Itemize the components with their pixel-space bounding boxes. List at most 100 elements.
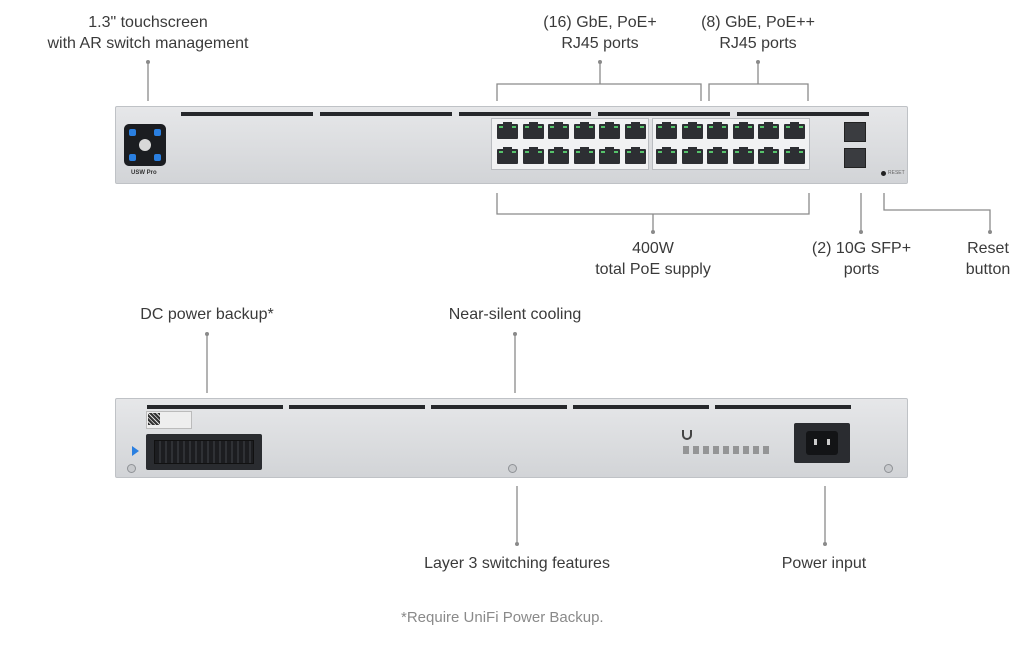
- rj45-port[interactable]: [732, 122, 754, 139]
- front-vent: [320, 112, 452, 116]
- rj45-port[interactable]: [599, 147, 621, 164]
- screw-icon: [508, 464, 517, 473]
- rj45-port[interactable]: [681, 147, 703, 164]
- rj45-port[interactable]: [522, 147, 544, 164]
- certification-icons: [683, 446, 769, 454]
- ubiquiti-logo-icon: [682, 430, 692, 440]
- port-led: [524, 126, 529, 128]
- port-led: [658, 126, 662, 128]
- port-led: [563, 126, 568, 128]
- port-led: [722, 151, 727, 153]
- port-led: [683, 151, 688, 153]
- port-led: [760, 151, 765, 153]
- port-led: [734, 151, 739, 153]
- qr-code-icon: [148, 413, 160, 425]
- port-led: [601, 126, 606, 128]
- port-led: [683, 126, 688, 128]
- poe-plusplus-bracket: [708, 83, 809, 101]
- port-led: [760, 126, 765, 128]
- rear-vent: [715, 405, 851, 409]
- rj45-port[interactable]: [656, 147, 677, 164]
- poe-plus-bracket: [496, 83, 702, 101]
- port-led: [575, 126, 580, 128]
- port-led: [640, 126, 644, 128]
- rj45-port[interactable]: [707, 147, 729, 164]
- port-led: [512, 126, 516, 128]
- rear-vent: [147, 405, 283, 409]
- port-led: [512, 151, 516, 153]
- port-led: [696, 126, 701, 128]
- poe-plusplus-label: (8) GbE, PoE++ RJ45 ports: [701, 14, 815, 52]
- front-vent: [737, 112, 869, 116]
- port-led: [773, 151, 778, 153]
- rj45-port[interactable]: [573, 147, 595, 164]
- rear-vent: [573, 405, 709, 409]
- port-led: [747, 126, 752, 128]
- sfp-label: (2) 10G SFP+ ports: [811, 240, 912, 278]
- port-led: [696, 151, 701, 153]
- dc-power-port[interactable]: [146, 434, 262, 470]
- port-led: [627, 151, 631, 153]
- rj45-port[interactable]: [573, 122, 595, 139]
- reset-button[interactable]: [881, 171, 886, 176]
- port-led: [786, 151, 790, 153]
- port-led: [709, 151, 714, 153]
- port-led: [773, 126, 778, 128]
- touchscreen-display[interactable]: [124, 124, 166, 166]
- reset-text: RESET: [888, 170, 905, 176]
- rj45-port[interactable]: [732, 147, 754, 164]
- screw-icon: [884, 464, 893, 473]
- port-led: [499, 151, 503, 153]
- port-led: [588, 151, 593, 153]
- port-led: [671, 151, 675, 153]
- rj45-port[interactable]: [625, 147, 646, 164]
- port-led: [563, 151, 568, 153]
- port-led: [550, 151, 555, 153]
- port-led: [658, 151, 662, 153]
- sfp-port-1[interactable]: [844, 122, 866, 142]
- port-led: [575, 151, 580, 153]
- ac-power-inlet[interactable]: [794, 423, 850, 463]
- rj45-port[interactable]: [548, 122, 570, 139]
- rj45-port[interactable]: [497, 122, 518, 139]
- sfp-port-2[interactable]: [844, 148, 866, 168]
- port-led: [524, 151, 529, 153]
- reset-label: Reset button: [965, 240, 1011, 278]
- cooling-label: Near-silent cooling: [448, 306, 582, 323]
- poe-plus-label: (16) GbE, PoE+ RJ45 ports: [543, 14, 657, 52]
- rj45-port[interactable]: [707, 122, 729, 139]
- touchscreen-label: 1.3" touchscreen with AR switch manageme…: [47, 14, 249, 52]
- port-block-2: [652, 118, 810, 170]
- rj45-port[interactable]: [681, 122, 703, 139]
- rj45-port[interactable]: [625, 122, 646, 139]
- front-vent: [598, 112, 730, 116]
- port-led: [722, 126, 727, 128]
- poe-supply-bracket: [496, 193, 810, 215]
- port-led: [640, 151, 644, 153]
- port-led: [799, 151, 803, 153]
- rj45-port[interactable]: [599, 122, 621, 139]
- reset-leader: [883, 193, 991, 232]
- port-led: [601, 151, 606, 153]
- power-input-label: Power input: [781, 555, 867, 572]
- rj45-port[interactable]: [784, 122, 805, 139]
- arrow-icon: [132, 446, 139, 456]
- port-led: [537, 126, 542, 128]
- rj45-port[interactable]: [548, 147, 570, 164]
- rj45-port[interactable]: [497, 147, 518, 164]
- port-led: [499, 126, 503, 128]
- dc-backup-label: DC power backup*: [140, 306, 274, 323]
- front-vent: [181, 112, 313, 116]
- port-led: [614, 126, 619, 128]
- rear-vent: [289, 405, 425, 409]
- rear-vent: [431, 405, 567, 409]
- poe-supply-label: 400W total PoE supply: [595, 240, 711, 278]
- port-led: [709, 126, 714, 128]
- layer3-label: Layer 3 switching features: [424, 555, 610, 572]
- rj45-port[interactable]: [758, 122, 780, 139]
- rj45-port[interactable]: [656, 122, 677, 139]
- rj45-port[interactable]: [784, 147, 805, 164]
- port-led: [614, 151, 619, 153]
- rj45-port[interactable]: [758, 147, 780, 164]
- rj45-port[interactable]: [522, 122, 544, 139]
